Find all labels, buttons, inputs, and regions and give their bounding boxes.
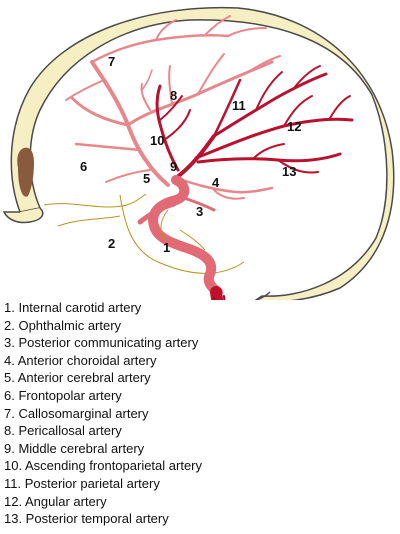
callout-11: 11 [232, 98, 246, 113]
callout-8: 8 [170, 88, 177, 103]
callout-10: 10 [150, 133, 164, 148]
callout-3: 3 [196, 204, 203, 219]
skull-bone [10, 6, 395, 300]
callout-9: 9 [170, 159, 177, 174]
legend-item: 13. Posterior temporal artery [4, 511, 169, 527]
callout-6: 6 [80, 159, 87, 174]
callout-5: 5 [143, 171, 150, 186]
legend-item: 3. Posterior communicating artery [4, 335, 199, 351]
legend-item: 12. Angular artery [4, 493, 107, 509]
occipital-edge [255, 291, 271, 300]
legend-item: 5. Anterior cerebral artery [4, 370, 151, 386]
skull-base-lines [43, 193, 245, 274]
legend-item: 7. Callosomarginal artery [4, 405, 149, 421]
frontal-sinus [17, 147, 34, 197]
skull [2, 6, 395, 300]
callout-labels: 1 2 3 4 5 6 7 8 9 10 11 12 13 [80, 54, 301, 255]
legend-item: 2. Ophthalmic artery [4, 317, 122, 333]
callout-2: 2 [108, 236, 115, 251]
callout-7: 7 [108, 54, 115, 69]
legend-item: 10. Ascending frontoparietal artery [4, 458, 203, 474]
legend-item: 9. Middle cerebral artery [4, 440, 145, 456]
callout-4: 4 [212, 175, 220, 190]
callout-12: 12 [287, 119, 301, 134]
middle-cerebral-vessels [155, 65, 354, 180]
legend-item: 11. Posterior parietal artery [4, 475, 160, 491]
legend-item: 6. Frontopolar artery [4, 387, 122, 403]
artery-legend: 1. Internal carotid artery 2. Ophthalmic… [4, 299, 202, 528]
cerebral-arteries-diagram: 1 2 3 4 5 6 7 8 9 10 11 12 13 [2, 6, 395, 300]
internal-carotid [137, 175, 226, 300]
legend-item: 8. Pericallosal artery [4, 423, 122, 439]
skull-face-edge [2, 207, 44, 224]
legend-item: 1. Internal carotid artery [4, 300, 142, 315]
legend-item: 4. Anterior choroidal artery [4, 352, 157, 368]
anterior-cerebral-vessels [65, 15, 281, 200]
callout-13: 13 [282, 164, 296, 179]
callout-1: 1 [163, 240, 170, 255]
